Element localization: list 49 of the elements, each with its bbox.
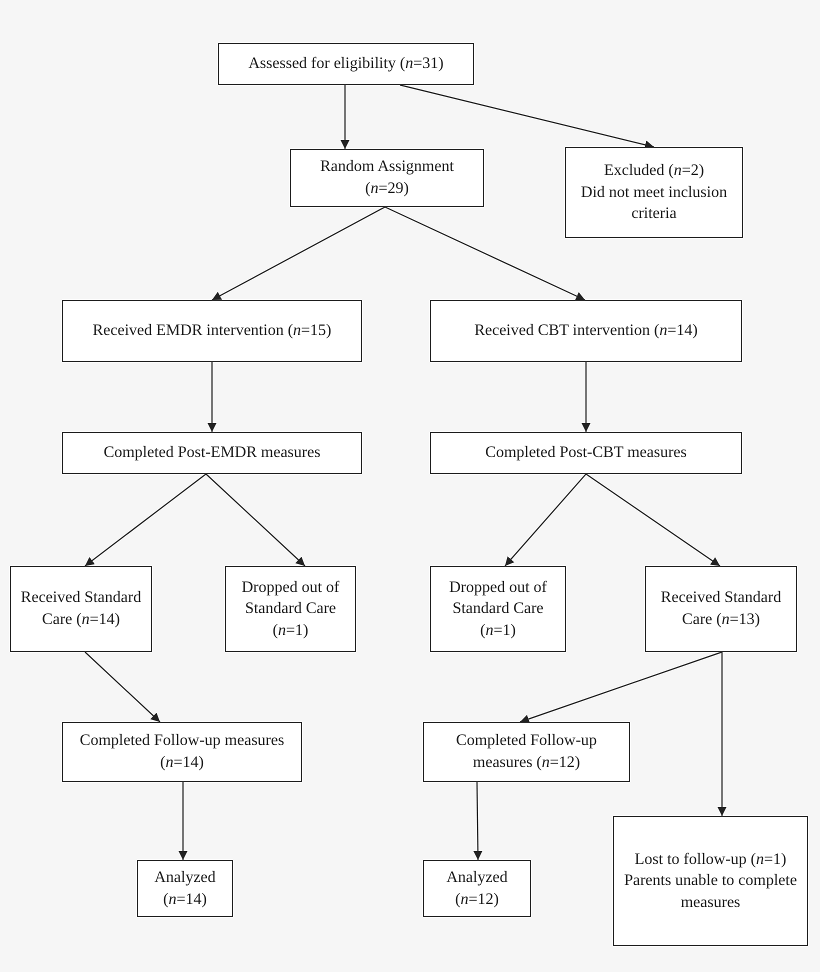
box-text: Excluded (n=2): [604, 161, 704, 182]
process-box: [613, 816, 808, 946]
box-text: Completed Post-CBT measures: [485, 443, 687, 464]
arrow: [178, 782, 188, 860]
process-box: [290, 149, 484, 207]
arrow: [84, 652, 160, 722]
box-text: Received CBT intervention (n=14): [474, 321, 698, 342]
process-box: [430, 300, 742, 362]
arrow: [208, 362, 216, 432]
box-text: Analyzed (n=14): [153, 868, 217, 910]
process-box: [565, 147, 743, 238]
process-box: [423, 722, 630, 782]
process-box: [10, 566, 152, 652]
arrow: [384, 206, 586, 301]
process-box: [218, 43, 474, 85]
box-text: Completed Follow-up measures (n=12): [455, 731, 598, 773]
box-text: Random Assignment (n=29): [319, 157, 455, 199]
process-box: [137, 860, 233, 917]
arrow: [586, 474, 720, 566]
box-note: Parents unable to complete measures: [623, 871, 798, 913]
arrow: [206, 474, 306, 566]
arrow: [718, 652, 726, 816]
process-box: [430, 566, 566, 652]
process-box: [645, 566, 797, 652]
arrow: [212, 206, 386, 301]
process-box: [430, 432, 742, 474]
arrow: [504, 474, 586, 566]
box-text: Completed Follow-up measures (n=14): [78, 731, 286, 773]
box-text: Analyzed (n=12): [445, 868, 509, 910]
arrow: [400, 84, 654, 150]
box-text: Received EMDR intervention (n=15): [92, 321, 332, 342]
arrow: [520, 651, 722, 724]
process-box: [225, 566, 356, 652]
process-box: [62, 432, 362, 474]
box-text: Assessed for eligibility (n=31): [248, 54, 444, 74]
process-box: [62, 722, 302, 782]
box-text: Lost to follow-up (n=1): [634, 850, 786, 870]
box-note: Did not meet inclusion criteria: [580, 182, 728, 224]
arrow: [340, 85, 350, 149]
arrow: [473, 782, 482, 860]
arrow: [582, 362, 590, 432]
box-text: Completed Post-EMDR measures: [104, 443, 320, 464]
process-box: [62, 300, 362, 362]
box-text: Received Standard Care (n=14): [20, 588, 142, 630]
box-text: Dropped out of Standard Care (n=1): [448, 578, 548, 641]
arrow: [84, 474, 206, 566]
process-box: [423, 860, 531, 917]
box-text: Received Standard Care (n=13): [660, 588, 782, 630]
box-text: Dropped out of Standard Care (n=1): [240, 578, 340, 641]
